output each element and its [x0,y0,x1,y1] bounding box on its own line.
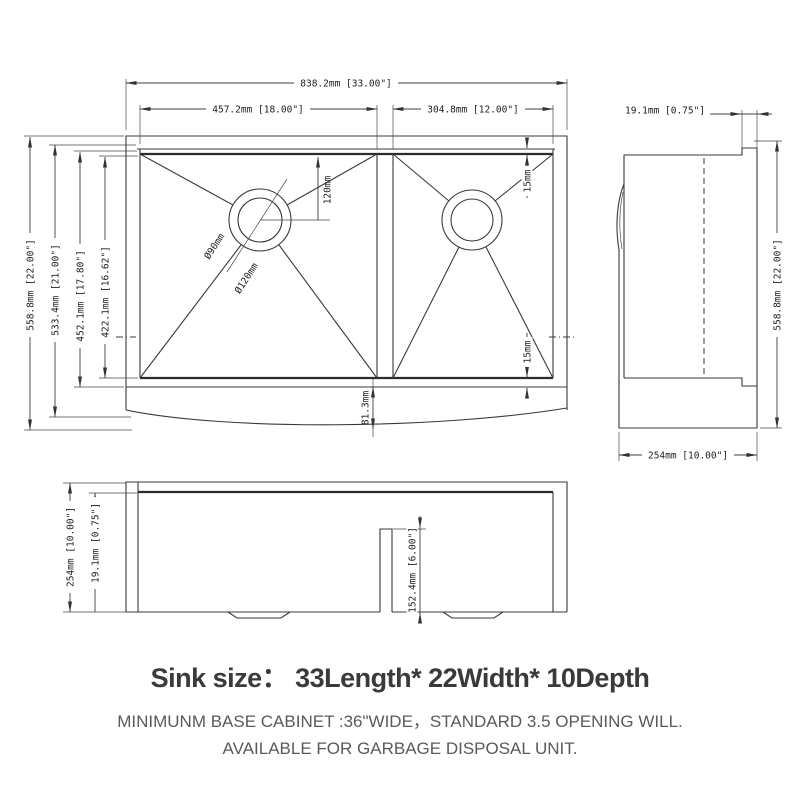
dim-left-bowl-width-label: 457.2mm [18.00"] [206,103,310,116]
plan-top-extension-lines [125,79,568,149]
svg-text:Ø120mm: Ø120mm [233,261,261,296]
dim-bowl-depth-inner-label: 422.1mm [16.62"] [99,240,112,344]
plan-outer-rim [125,135,568,410]
svg-text:452.1mm [17.80"]: 452.1mm [17.80"] [76,250,87,342]
drain-hole-dia-label: Ø90mm [202,231,227,261]
svg-text:120mm: 120mm [323,175,334,204]
side-bottom-step [624,377,757,387]
side-view: 19.1mm [0.75"] 558.8mm [22.00"] 254mm [1… [616,106,784,462]
drain-flange-dia-label: Ø120mm [233,261,261,296]
svg-text:558.8mm [22.00"]: 558.8mm [22.00"] [26,239,37,331]
dim-right-bowl-width-label: 304.8mm [12.00"] [421,103,525,116]
front-left-foot [227,611,291,619]
svg-text:Ø90mm: Ø90mm [202,231,227,261]
plan-bowl-divider [376,154,394,378]
svg-text:254mm [10.00"]: 254mm [10.00"] [648,451,728,462]
front-divider-notch [379,528,393,612]
svg-text:254mm [10.00"]: 254mm [10.00"] [66,507,77,587]
front-view: 254mm [10.00"] 19.1mm [0.75"] 152.4mm [6… [63,481,568,624]
plan-dimensions: 838.2mm [33.00"] 457.2mm [18.00"] 304.8m… [24,77,568,437]
plan-apron-curve [125,407,568,426]
svg-text:15mm: 15mm [523,340,534,363]
front-right-foot [442,611,504,619]
dim-side-height-label: 254mm [10.00"] [642,449,734,462]
side-outline [616,147,758,429]
front-left-extension-lines [63,482,137,613]
front-outline [125,481,568,612]
dim-radius-bottom-label: 15mm [521,337,534,367]
dimension-drawing: 838.2mm [33.00"] 457.2mm [18.00"] 304.8m… [24,77,784,624]
dim-front-lip-label: 19.1mm [0.75"] [89,497,102,589]
side-lip-extension-lines [741,110,758,149]
dim-overall-depth-label: 558.8mm [22.00"] [24,233,37,337]
dim-drain-offset-label: 120mm [323,175,334,204]
plan-left-extension-lines [24,135,138,431]
left-bowl-slope-lines [139,153,378,379]
dim-side-depth-label: 558.8mm [22.00"] [771,233,784,337]
svg-text:19.1mm [0.75"]: 19.1mm [0.75"] [625,106,705,117]
dim-side-lip-label: 19.1mm [0.75"] [625,106,705,117]
dim-bowl-depth-outer-label: 452.1mm [17.80"] [74,244,87,348]
svg-text:152.4mm [6.00"]: 152.4mm [6.00"] [408,527,419,613]
svg-text:422.1mm [16.62"]: 422.1mm [16.62"] [101,246,112,338]
svg-text:81.3mm: 81.3mm [361,391,372,426]
drain-leader-line [226,178,288,273]
dim-apron-bulge-label: 81.3mm [361,391,372,426]
svg-text:838.2mm [33.00"]: 838.2mm [33.00"] [300,79,392,90]
footer: Sink size： 33Length* 22Width* 10Depth MI… [0,656,800,762]
dim-divider-label: 152.4mm [6.00"] [406,524,419,616]
dim-overall-width-label: 838.2mm [33.00"] [294,77,398,90]
dim-radius-top-label: 15mm [521,166,534,196]
right-drain-hole [450,198,494,242]
svg-text:19.1mm [0.75"]: 19.1mm [0.75"] [91,503,102,583]
svg-text:558.8mm [22.00"]: 558.8mm [22.00"] [773,239,784,331]
svg-text:15mm: 15mm [523,169,534,192]
disposal-note: AVAILABLE FOR GARBAGE DISPOSAL UNIT. [222,739,578,758]
svg-text:304.8mm [12.00"]: 304.8mm [12.00"] [427,105,519,116]
side-apron-arc [619,191,624,250]
dim-front-height-label: 254mm [10.00"] [64,501,77,593]
dim-depth-21-label: 533.4mm [21.00"] [49,238,62,342]
plan-view [116,135,576,426]
right-drain-flange [441,189,503,251]
cabinet-note: MINIMUNM BASE CABINET :36"WIDE，STANDARD … [117,712,683,731]
sink-size-heading: Sink size： 33Length* 22Width* 10Depth [150,663,650,693]
svg-text:533.4mm [21.00"]: 533.4mm [21.00"] [51,244,62,336]
svg-text:457.2mm [18.00"]: 457.2mm [18.00"] [212,105,304,116]
